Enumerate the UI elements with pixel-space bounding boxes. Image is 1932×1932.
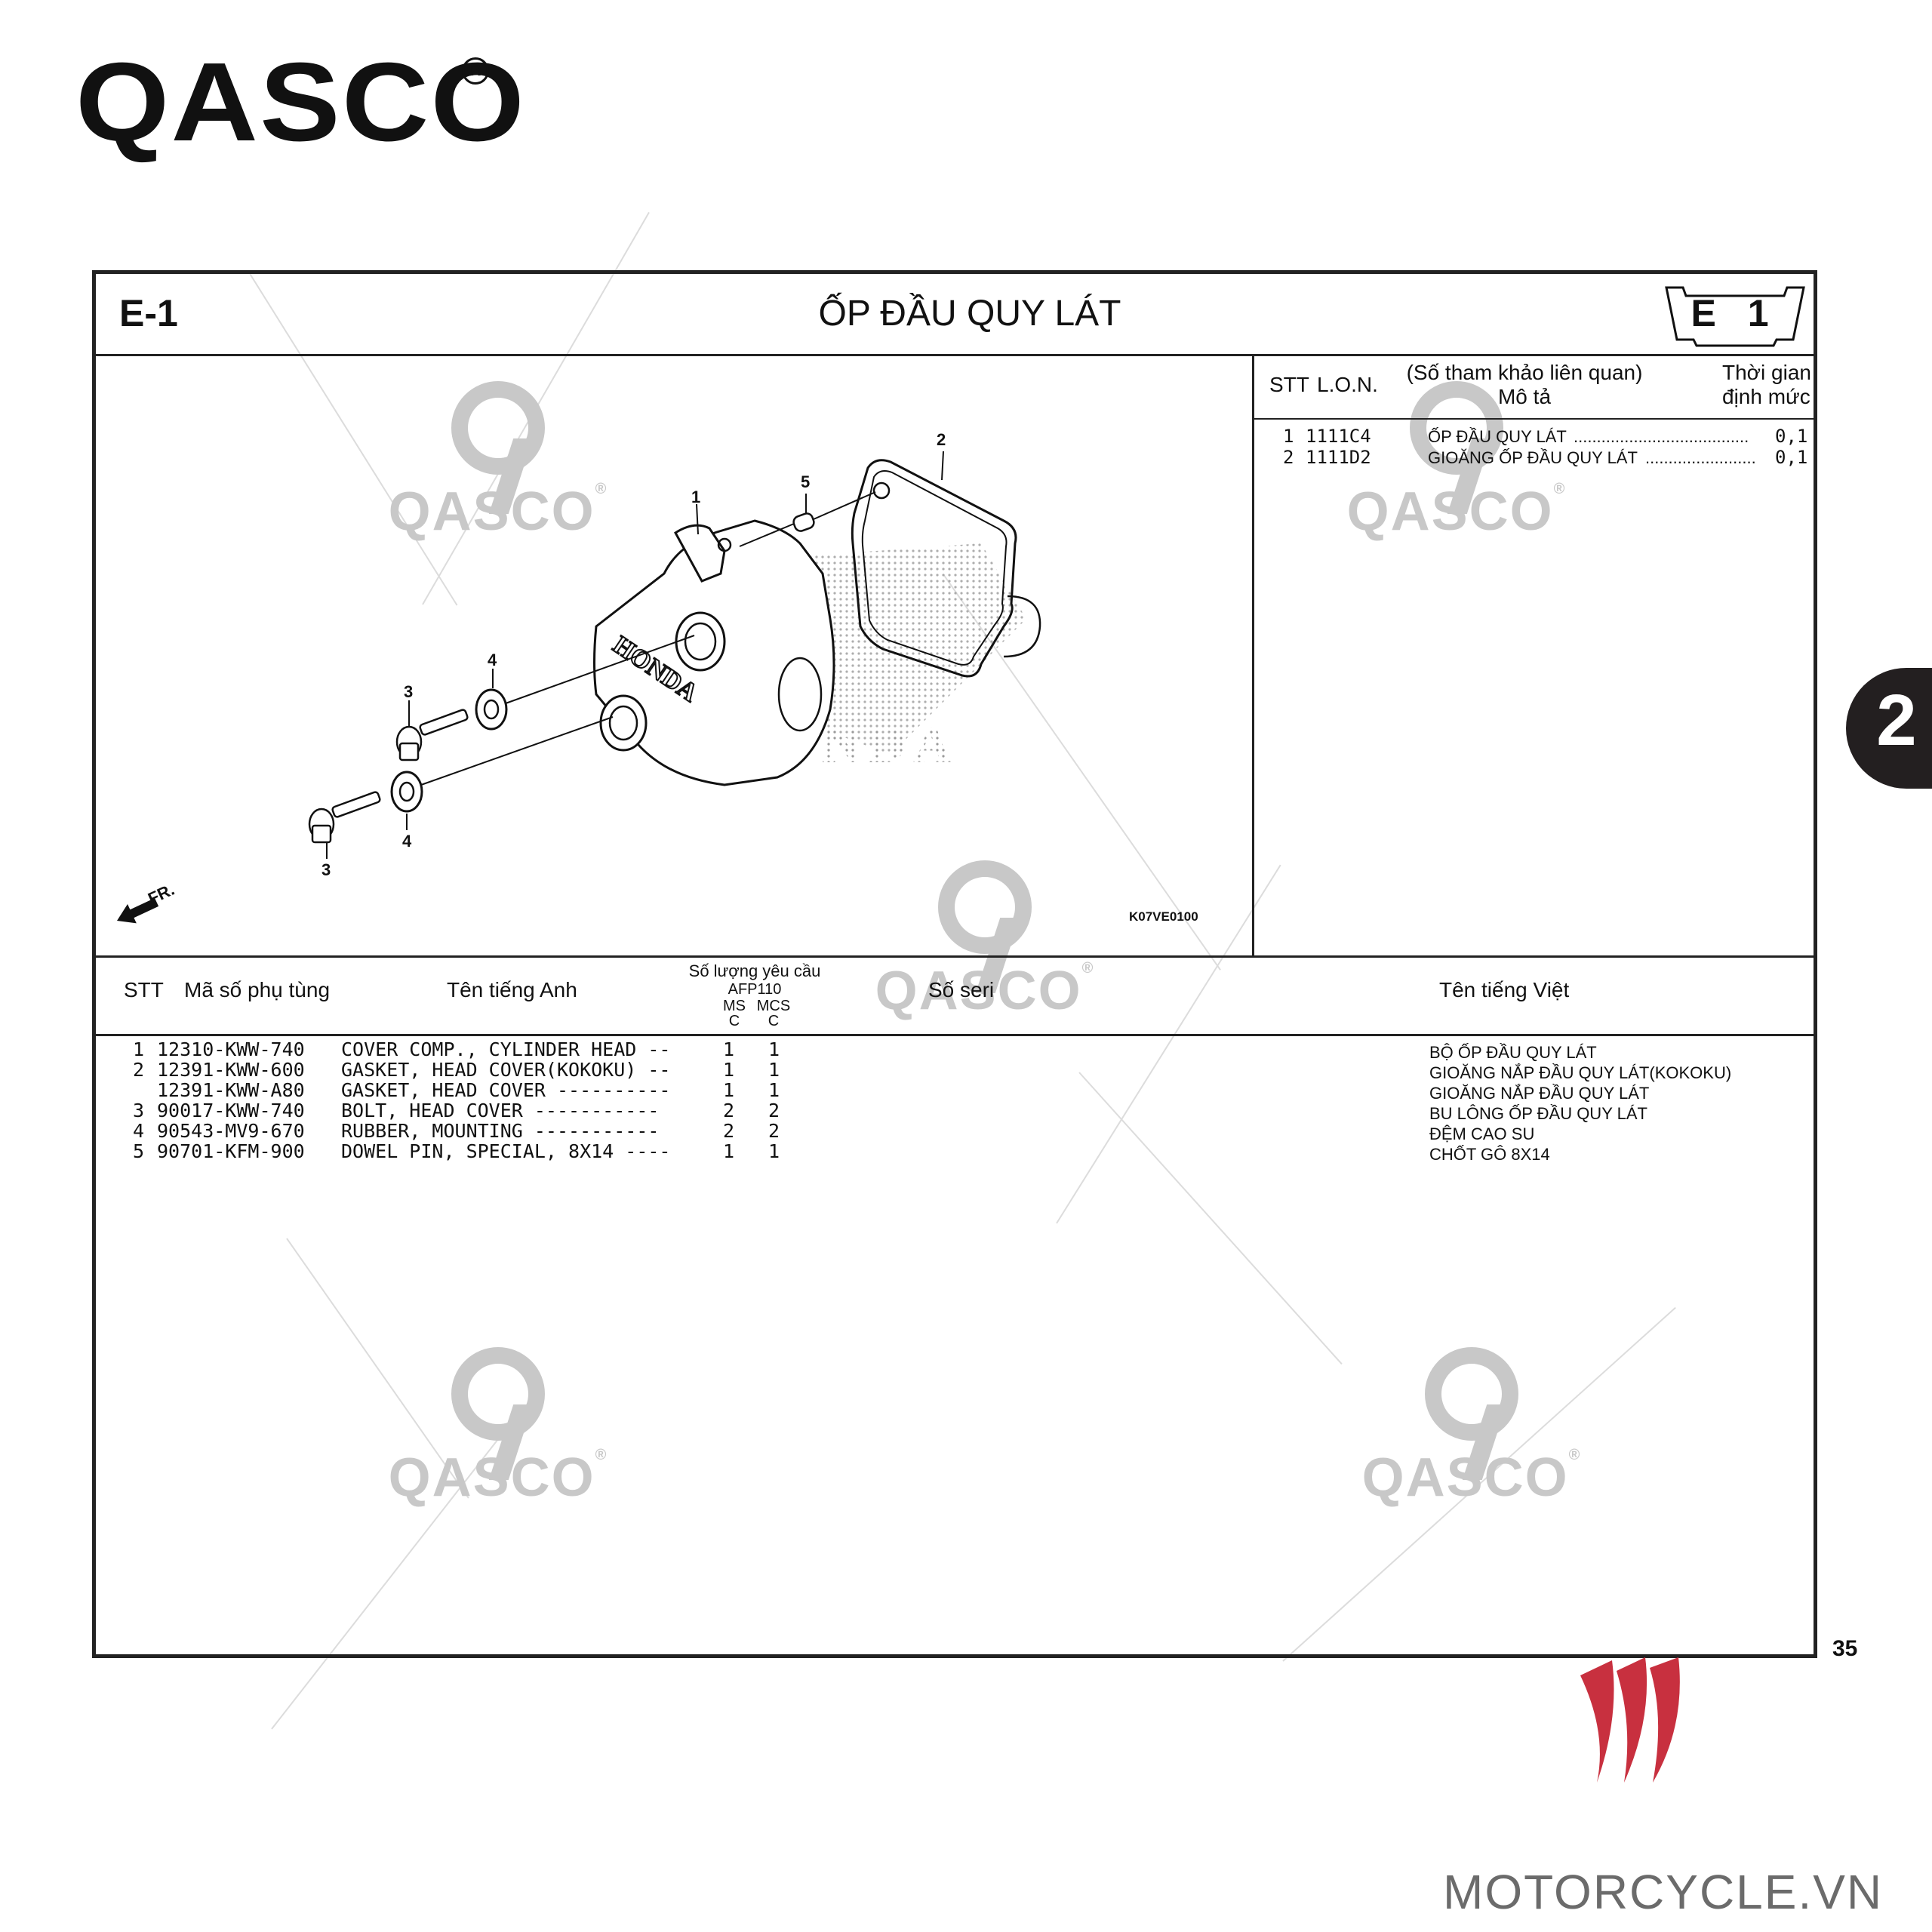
row-qty-mcs: 1 bbox=[768, 1059, 780, 1081]
row-qty-ms: 1 bbox=[723, 1059, 735, 1081]
page-title: ỐP ĐẦU QUY LÁT bbox=[818, 294, 1121, 334]
registered-mark-icon: R bbox=[462, 57, 489, 85]
ref-header-related: (Số tham khảo liên quan) bbox=[1406, 361, 1643, 384]
reference-header-divider bbox=[1254, 418, 1814, 420]
callout-2: 2 bbox=[937, 430, 946, 449]
row-name-en: DOWEL PIN, SPECIAL, 8X14 ---- bbox=[341, 1140, 671, 1162]
ref-header-lon: L.O.N. bbox=[1317, 373, 1378, 396]
header-divider bbox=[96, 354, 1814, 356]
ref-row-time: 0,1 bbox=[1775, 447, 1808, 468]
ref-row-stt: 1 bbox=[1283, 426, 1294, 447]
col-header-name-en: Tên tiếng Anh bbox=[447, 978, 577, 1001]
col-header-qty: Số lượng yêu cầu bbox=[688, 961, 821, 980]
ref-row-time: 0,1 bbox=[1775, 426, 1808, 447]
row-qty-mcs: 1 bbox=[768, 1140, 780, 1162]
qasco-watermark: QASCO® bbox=[1343, 381, 1570, 543]
row-qty-mcs: 2 bbox=[768, 1120, 780, 1142]
ref-row-leader: ........................ bbox=[1645, 448, 1756, 467]
qasco-logo: QASCO bbox=[75, 40, 526, 165]
col-header-serial: Số seri bbox=[928, 978, 995, 1001]
row-part-no: 90701-KFM-900 bbox=[157, 1140, 305, 1162]
table-header-divider bbox=[96, 1034, 1814, 1036]
row-part-no: 90543-MV9-670 bbox=[157, 1120, 305, 1142]
row-name-en: BOLT, HEAD COVER ----------- bbox=[341, 1100, 660, 1121]
callout-1: 1 bbox=[691, 488, 701, 506]
diagram-bottom-divider bbox=[92, 955, 1817, 958]
qasco-watermark: QASCO® bbox=[385, 1347, 611, 1509]
callout-4: 4 bbox=[488, 651, 497, 669]
section-badge: E 1 bbox=[1690, 292, 1780, 334]
row-qty-ms: 2 bbox=[723, 1100, 735, 1121]
row-qty-mcs: 1 bbox=[768, 1079, 780, 1101]
row-part-no: 12391-KWW-600 bbox=[157, 1059, 305, 1081]
row-name-en: GASKET, HEAD COVER ---------- bbox=[341, 1079, 671, 1101]
ref-row-leader: ...................................... bbox=[1574, 427, 1749, 446]
row-name-vn: ĐỆM CAO SU bbox=[1429, 1124, 1535, 1143]
ref-row-lon: 1111D2 bbox=[1306, 447, 1371, 468]
ref-header-stt: STT bbox=[1269, 373, 1309, 396]
row-name-en: RUBBER, MOUNTING ----------- bbox=[341, 1120, 660, 1142]
diagram-code: K07VE0100 bbox=[1129, 909, 1198, 924]
col-header-ms: MS bbox=[723, 998, 746, 1014]
motorcycle-vn-logo-icon bbox=[1580, 1657, 1680, 1783]
row-qty-ms: 1 bbox=[723, 1140, 735, 1162]
row-name-vn: BU LÔNG ỐP ĐẦU QUY LÁT bbox=[1429, 1104, 1647, 1123]
row-stt: 3 bbox=[133, 1100, 145, 1121]
row-name-vn: CHỐT GÔ 8X14 bbox=[1429, 1145, 1550, 1164]
row-stt: 4 bbox=[133, 1120, 145, 1142]
qasco-watermark: QASCO® bbox=[1358, 1347, 1585, 1509]
diagram-divider bbox=[1252, 356, 1254, 957]
row-qty-ms: 1 bbox=[723, 1038, 735, 1060]
qasco-watermark: QASCO® bbox=[385, 381, 611, 543]
callout-3: 3 bbox=[321, 860, 331, 879]
ref-row-stt: 2 bbox=[1283, 447, 1294, 468]
chapter-tab-number: 2 bbox=[1876, 680, 1917, 761]
row-part-no: 12310-KWW-740 bbox=[157, 1038, 305, 1060]
callout-4: 4 bbox=[402, 832, 412, 851]
section-badge-icon bbox=[1665, 286, 1805, 347]
front-arrow-icon bbox=[117, 898, 159, 924]
parts-page-frame bbox=[92, 270, 1817, 1658]
ref-header-time: Thời gian bbox=[1722, 361, 1811, 384]
qasco-watermark: QASCO® bbox=[860, 860, 1109, 1022]
row-name-vn: GIOĂNG NẮP ĐẦU QUY LÁT(KOKOKU) bbox=[1429, 1063, 1732, 1082]
row-stt: 2 bbox=[133, 1059, 145, 1081]
row-stt: 5 bbox=[133, 1140, 145, 1162]
row-qty-ms: 1 bbox=[723, 1079, 735, 1101]
ref-row-desc: ỐP ĐẦU QUY LÁT bbox=[1428, 427, 1567, 446]
row-qty-mcs: 1 bbox=[768, 1038, 780, 1060]
ref-header-description: Mô tả bbox=[1497, 385, 1552, 408]
row-stt: 1 bbox=[133, 1038, 145, 1060]
ref-header-time-standard: định mức bbox=[1722, 385, 1810, 408]
ref-row-desc: GIOĂNG ỐP ĐẦU QUY LÁT bbox=[1428, 448, 1638, 467]
row-name-en: GASKET, HEAD COVER(KOKOKU) -- bbox=[341, 1059, 671, 1081]
exploded-parts-diagram: HONDA HONDA bbox=[117, 451, 1041, 924]
row-qty-mcs: 2 bbox=[768, 1100, 780, 1121]
motorcycle-vn-wordmark: MOTORCYCLE.VN bbox=[1443, 1865, 1884, 1919]
section-code: E-1 bbox=[119, 292, 178, 334]
row-name-en: COVER COMP., CYLINDER HEAD -- bbox=[341, 1038, 671, 1060]
col-header-part-no: Mã số phụ tùng bbox=[184, 978, 331, 1001]
row-part-no: 90017-KWW-740 bbox=[157, 1100, 305, 1121]
row-name-vn: BỘ ỐP ĐẦU QUY LÁT bbox=[1429, 1043, 1597, 1062]
col-header-ms-c: C bbox=[728, 1013, 740, 1029]
col-header-mcs: MCS bbox=[756, 998, 791, 1014]
callout-3: 3 bbox=[404, 682, 414, 701]
page-number: 35 bbox=[1832, 1636, 1858, 1661]
row-qty-ms: 2 bbox=[723, 1120, 735, 1142]
ref-row-lon: 1111C4 bbox=[1306, 426, 1371, 447]
col-header-mcs-c: C bbox=[768, 1013, 780, 1029]
col-header-stt: STT bbox=[124, 978, 164, 1001]
row-part-no: 12391-KWW-A80 bbox=[157, 1079, 305, 1101]
col-header-model: AFP110 bbox=[728, 981, 782, 998]
row-name-vn: GIOĂNG NẮP ĐẦU QUY LÁT bbox=[1429, 1084, 1650, 1103]
callout-5: 5 bbox=[801, 472, 811, 491]
col-header-name-vn: Tên tiếng Việt bbox=[1439, 978, 1570, 1001]
